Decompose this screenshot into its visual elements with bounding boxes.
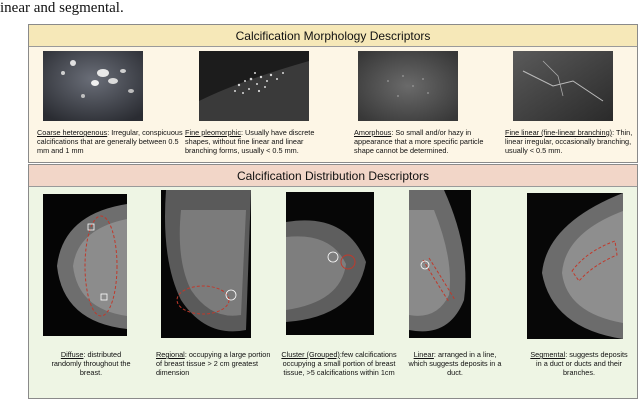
cluster-description: Cluster (Grouped):few calcifications occ… xyxy=(281,350,397,378)
linear-term: Linear xyxy=(413,350,434,359)
amorphous-description: Amorphous: So small and/or hazy in appea… xyxy=(354,128,484,156)
morphology-panel: Calcification Morphology Descriptors xyxy=(28,24,638,163)
linear-mammogram-image xyxy=(409,190,471,338)
diffuse-term: Diffuse xyxy=(60,350,84,359)
coarse-heterogenous-term: Coarse heterogenous xyxy=(37,128,108,137)
amorphous-term: Amorphous xyxy=(354,128,392,137)
regional-term: Regional xyxy=(156,350,185,359)
amorphous-image xyxy=(358,51,458,121)
segmental-mammogram-image xyxy=(527,193,623,339)
regional-description: Regional: occupying a large portion of b… xyxy=(156,350,271,378)
coarse-heterogenous-description: Coarse heterogenous: Irregular, conspicu… xyxy=(37,128,183,156)
distribution-header: Calcification Distribution Descriptors xyxy=(29,165,637,187)
fine-linear-term: Fine linear (fine-linear branching) xyxy=(505,128,613,137)
fine-pleomorphic-image xyxy=(199,51,309,121)
fine-pleomorphic-term: Fine pleomorphic xyxy=(185,128,241,137)
diffuse-description: Diffuse: distributed randomly throughout… xyxy=(51,350,131,378)
segmental-description: Segmental: suggests deposits in a duct o… xyxy=(530,350,628,378)
linear-description: Linear: arranged in a line, which sugges… xyxy=(408,350,502,378)
cluster-mammogram-image xyxy=(286,192,374,335)
fine-linear-image xyxy=(513,51,613,121)
diffuse-mammogram-image xyxy=(43,194,127,336)
caption-fragment: inear and segmental. xyxy=(0,0,124,16)
fine-linear-description: Fine linear (fine-linear branching): Thi… xyxy=(505,128,633,156)
morphology-header: Calcification Morphology Descriptors xyxy=(29,25,637,47)
segmental-term: Segmental xyxy=(530,350,566,359)
distribution-panel: Calcification Distribution Descriptors xyxy=(28,164,638,399)
regional-mammogram-image xyxy=(161,190,251,338)
fine-pleomorphic-description: Fine pleomorphic: Usually have discrete … xyxy=(185,128,315,156)
coarse-heterogenous-image xyxy=(43,51,143,121)
cluster-term: Cluster (Grouped) xyxy=(281,350,340,359)
